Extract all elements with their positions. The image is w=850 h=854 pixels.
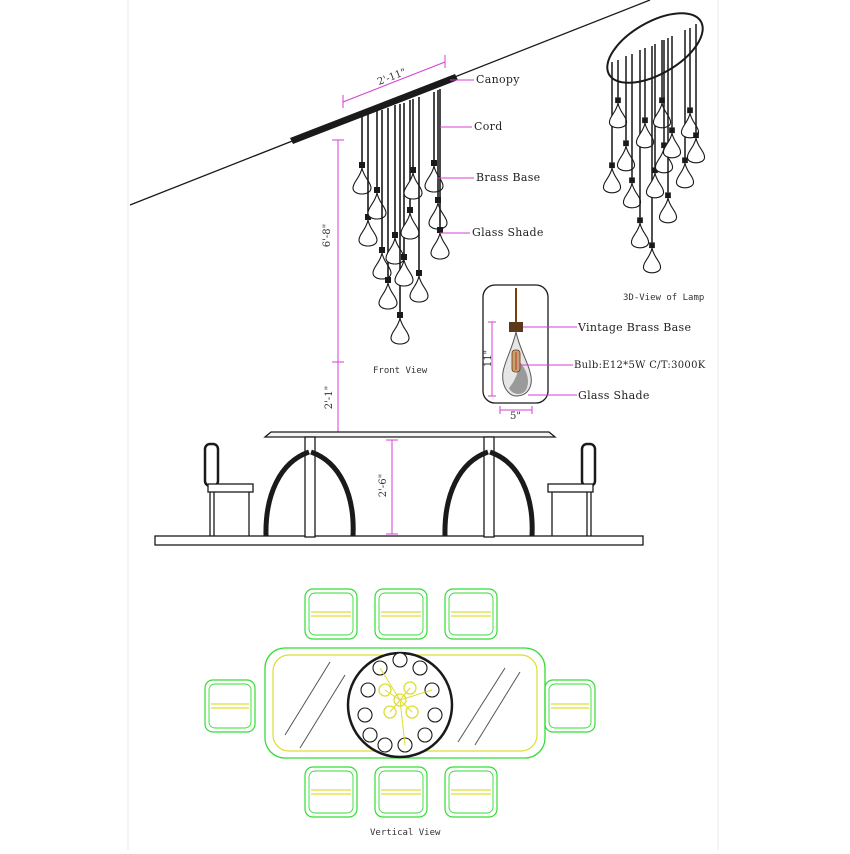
3d-pendant-3 (616, 56, 636, 172)
canopy-width-dimension (342, 55, 446, 108)
plan-cord-6 (399, 689, 433, 701)
3d-pendant-9 (652, 40, 672, 129)
plan-cord-7 (399, 699, 406, 746)
pendant-width-label: 5" (510, 411, 521, 422)
drop-height-label: 6'-8" (322, 223, 334, 248)
plan-pendant-ring-8 (377, 737, 393, 753)
canopy-bar (290, 74, 458, 144)
front-pendant-4 (372, 110, 392, 280)
3d-view-caption: 3D-View of Lamp (623, 293, 705, 303)
front-pendant-14 (430, 89, 450, 260)
3d-pendant-15 (686, 24, 706, 164)
table-height-dimension (386, 439, 398, 535)
3d-pendant-1 (602, 62, 622, 194)
vintage-brass-base-label: Vintage Brass Base (578, 321, 692, 334)
plan-chair-bottom-1 (304, 766, 358, 818)
plan-cord-3 (389, 699, 401, 713)
front-pendant-11 (409, 97, 429, 303)
plan-chair-right (544, 679, 596, 733)
plan-pendant-ring-10 (357, 707, 373, 723)
3d-pendant-6 (635, 48, 655, 149)
plan-pendant-ring-3 (412, 660, 428, 676)
front-pendant-5 (378, 108, 398, 310)
plan-chair-top-2 (374, 588, 428, 640)
front-pendant-3 (367, 111, 387, 220)
plan-chair-bottom-2 (374, 766, 428, 818)
front-view-leaders (437, 79, 474, 234)
3d-pendant-8 (645, 44, 665, 199)
plan-pendant-positions (357, 652, 443, 753)
canopy-label: Canopy (476, 73, 520, 86)
clearance-label: 2'-1" (324, 385, 336, 410)
plan-view (204, 588, 596, 818)
plan-glass-hatch (284, 661, 521, 749)
3d-pendant-4 (622, 54, 642, 209)
3d-pendant-2 (608, 60, 628, 129)
plan-chair-left (204, 679, 256, 733)
table-height-label: 2'-6" (378, 473, 390, 498)
glass-shade-label: Glass Shade (472, 226, 544, 239)
cord-label: Cord (474, 120, 503, 133)
plan-cord-1 (384, 689, 401, 701)
plan-pendant-ring-2 (392, 652, 408, 668)
3d-pendant-12 (662, 36, 682, 159)
plan-chair-top-3 (444, 588, 498, 640)
plan-chair-top-1 (304, 588, 358, 640)
3d-view-pendants (602, 24, 706, 274)
front-view-pendants (352, 89, 450, 345)
table-side-view (154, 431, 644, 546)
plan-pendant-ring-9 (362, 727, 378, 743)
3d-pendant-14 (680, 28, 700, 139)
plan-cord-4 (399, 699, 413, 713)
plan-cord-5 (379, 667, 401, 701)
front-pendant-13 (428, 90, 448, 230)
plan-chair-bottom-3 (444, 766, 498, 818)
vertical-view-caption: Vertical View (370, 828, 441, 838)
plan-pendant-ring-5 (427, 707, 443, 723)
glass-shade-detail-label: Glass Shade (578, 389, 650, 402)
pendant-height-label: 11" (483, 349, 495, 368)
plan-pendant-ring-6 (417, 727, 433, 743)
brass-base-label: Brass Base (476, 171, 541, 184)
3d-pendant-7 (642, 46, 662, 274)
3d-pendant-11 (658, 38, 678, 224)
plan-pendant-ring-11 (360, 682, 376, 698)
pendant-detail (482, 284, 577, 414)
3d-view-lamp (602, 12, 706, 274)
front-pendant-2 (358, 114, 378, 247)
plan-view-chairs (204, 588, 596, 818)
front-view-caption: Front View (373, 366, 428, 376)
plan-cord-2 (399, 687, 411, 701)
bulb-spec-label: Bulb:E12*5W C/T:3000K (574, 360, 706, 371)
